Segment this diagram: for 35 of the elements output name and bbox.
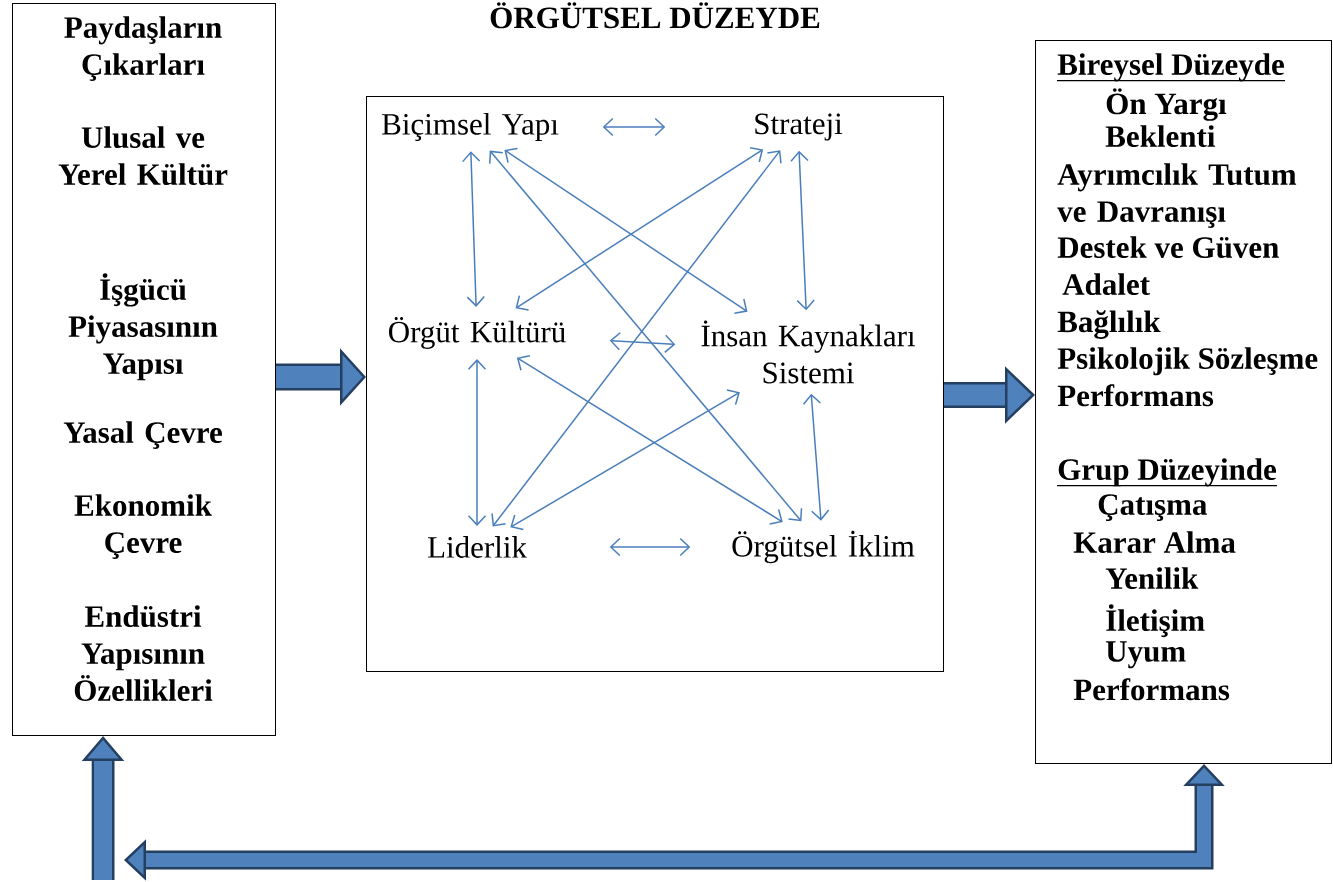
- framework-box: [366, 96, 944, 672]
- arrow: [609, 537, 691, 557]
- outcome-box: [1035, 40, 1332, 764]
- outcome-text: Bağlılık: [1057, 310, 1161, 339]
- arrow: [510, 389, 740, 531]
- outcome-text: Ön Yargı: [1106, 88, 1227, 121]
- outcome-text: Performans: [1073, 678, 1230, 701]
- outcome-text: Destek ve Güven: [1057, 236, 1279, 259]
- outcome-text: Uyum: [1106, 641, 1186, 669]
- heading: Grup Düzeyinde: [1056, 458, 1278, 487]
- factor-label: Örgütsel İklim: [732, 530, 915, 564]
- factor-label: Strateji: [755, 113, 843, 141]
- arrow: [461, 151, 486, 307]
- outcome-text: Çatışma: [1098, 494, 1207, 522]
- factor-box: Paydaşların Çıkarları Ulusal ve Yerel Kültür İşgücü Piyasasının Yapısı Yasal Çevre Ekonomik Çevre Endüstri Yapısının Özellikleri: [12, 3, 276, 736]
- outcome-text: Yenilik: [1105, 567, 1199, 589]
- arrow: [802, 393, 830, 521]
- arrow: [602, 117, 666, 137]
- outcome-text: Karar Alma: [1073, 531, 1236, 553]
- title: ÖRGÜTSEL DÜZEYDE: [490, 2, 820, 29]
- outcome-text: Beklenti: [1105, 125, 1215, 147]
- arrow: [467, 359, 487, 526]
- outcome-text: İletişim: [1106, 604, 1205, 638]
- factor-label: Biçimsel Yapı: [382, 112, 559, 142]
- arrow: [609, 331, 676, 354]
- outcome-text: Psikolojik Sözleşme: [1057, 347, 1318, 376]
- outcome-text: Performans: [1057, 384, 1214, 407]
- outcome-text: Ayrımcılık Tutum ve Davranışı: [1057, 163, 1297, 229]
- factor-label: Örgüt Kültürü: [389, 317, 566, 349]
- outcome-text: Adalet: [1062, 273, 1150, 295]
- arrow: [790, 150, 815, 311]
- arrow: [516, 355, 783, 525]
- heading: Bireysel Düzeyde: [1056, 53, 1286, 82]
- factor-label: İnsan Kaynakları Sistemi: [701, 320, 915, 384]
- factor-label: Liderlik: [427, 536, 527, 558]
